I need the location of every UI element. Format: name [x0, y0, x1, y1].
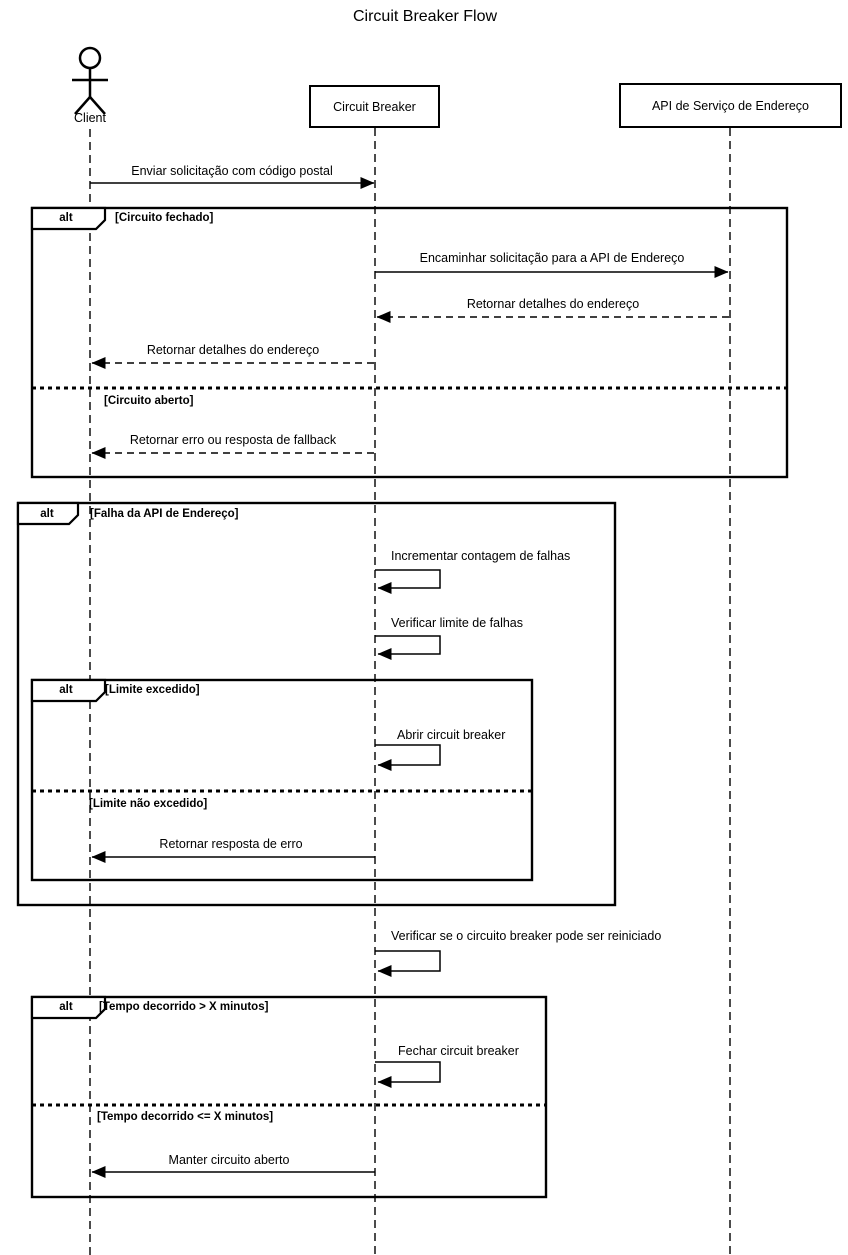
pentagon-api-failure [16, 501, 80, 526]
message-label-return-address-client: Retornar detalhes do endereço [146, 343, 320, 357]
self-loop-check-reset [375, 950, 441, 977]
frame-elapsed-border [30, 995, 548, 1199]
message-label-keep-open: Manter circuito aberto [168, 1153, 290, 1167]
operator-label-elapsed: alt [59, 1001, 73, 1013]
guard-circuito-aberto: [Circuito aberto] [104, 395, 194, 407]
pentagon-closed-open [30, 206, 107, 231]
participant-label-circuit-breaker: Circuit Breaker [333, 99, 416, 114]
message-label-increment-failures: Incrementar contagem de falhas [391, 549, 571, 563]
operator-label-api-failure: alt [40, 508, 54, 520]
actor-figure-client [72, 46, 108, 115]
self-loop-increment-failures [375, 569, 441, 594]
guard-limite-excedido: [Limite excedido] [105, 684, 200, 696]
actor-head [78, 46, 102, 70]
guard-circuito-fechado: [Circuito fechado] [115, 212, 214, 224]
frame-limit-border [30, 678, 534, 882]
participant-box-circuit-breaker: Circuit Breaker [309, 85, 440, 128]
message-label-return-error: Retornar resposta de erro [159, 837, 303, 851]
pentagon-elapsed [30, 995, 107, 1020]
diagram-title: Circuit Breaker Flow [352, 8, 498, 25]
self-loop-open-breaker [375, 744, 441, 771]
guard-limite-nao-excedido: [Limite não excedido] [89, 798, 208, 810]
self-loop-close-breaker [375, 1061, 441, 1088]
message-label-send-request: Enviar solicitação com código postal [131, 164, 333, 178]
message-label-check-reset: Verificar se o circuito breaker pode ser… [391, 929, 662, 943]
guard-tempo-menor: [Tempo decorrido <= X minutos] [97, 1111, 274, 1123]
message-label-return-address-api: Retornar detalhes do endereço [466, 297, 640, 311]
guard-falha-api: [Falha da API de Endereço] [90, 508, 239, 520]
message-label-check-limit: Verificar limite de falhas [391, 616, 524, 630]
operator-label-closed-open: alt [59, 212, 73, 224]
message-label-return-fallback: Retornar erro ou resposta de fallback [129, 433, 337, 447]
participant-label-address-api: API de Serviço de Endereço [651, 98, 810, 113]
message-label-forward-request: Encaminhar solicitação para a API de End… [419, 251, 685, 265]
participant-box-address-api: API de Serviço de Endereço [619, 83, 842, 128]
message-label-open-breaker: Abrir circuit breaker [397, 728, 506, 742]
operator-label-limit: alt [59, 684, 73, 696]
actor-label-client: Client [74, 111, 106, 125]
self-loop-check-limit [375, 635, 441, 660]
message-label-close-breaker: Fechar circuit breaker [398, 1044, 519, 1058]
frame-api-failure-border [16, 501, 617, 907]
frame-closed-open-border [30, 206, 789, 479]
guard-tempo-maior: [Tempo decorrido > X minutos] [99, 1001, 269, 1013]
pentagon-limit [30, 678, 107, 703]
